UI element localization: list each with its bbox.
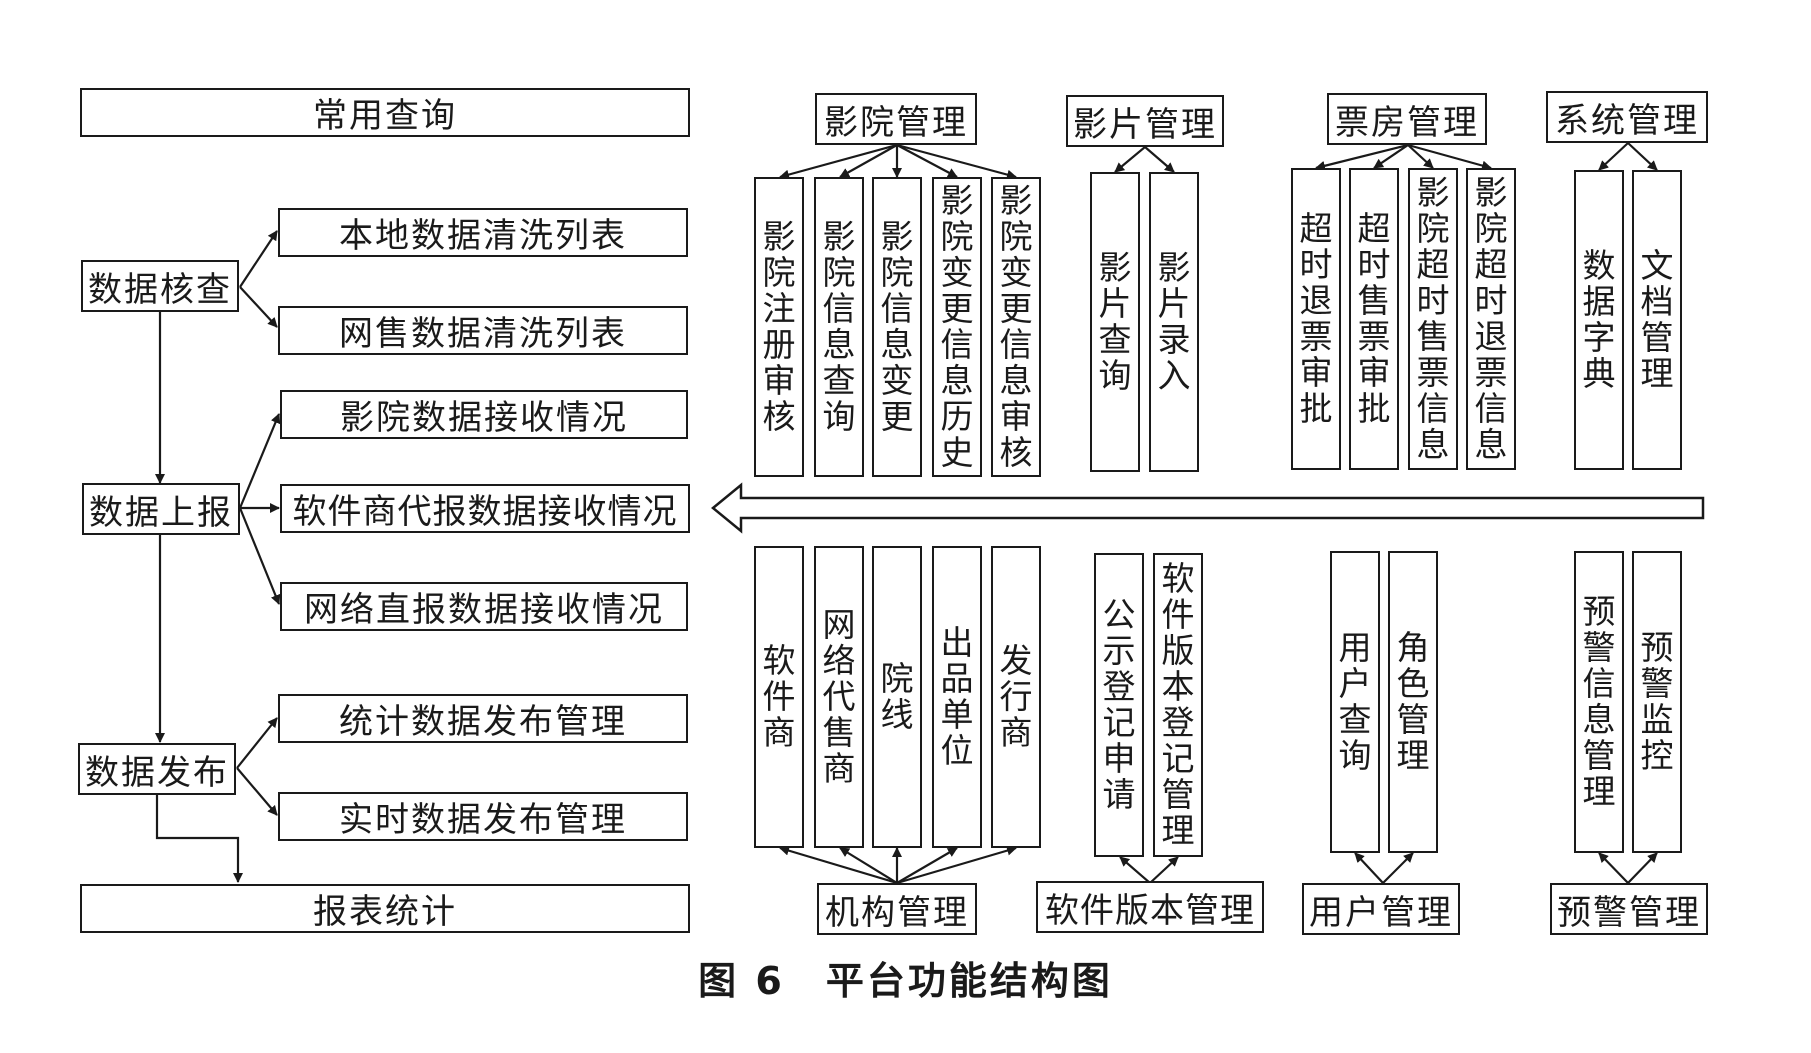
cinema-mgmt-child-5: 影院变更信息审核 (991, 177, 1041, 477)
cinema-mgmt-child-4: 影院变更信息历史 (932, 177, 982, 477)
system-mgmt-box: 系统管理 (1546, 91, 1708, 143)
film-mgmt-box: 影片管理 (1066, 95, 1224, 147)
arrow-report-cinema (238, 413, 281, 509)
user-mgmt-box: 用户管理 (1302, 883, 1460, 935)
cinema-mgmt-child-1: 影院注册审核 (754, 177, 804, 477)
local-data-cleaning-box: 本地数据清洗列表 (278, 208, 688, 257)
arrow-publish-stats (236, 717, 278, 769)
arrow-check-online (239, 286, 278, 328)
org-mgmt-child-3: 院线 (872, 546, 922, 848)
cinema-mgmt-box: 影院管理 (815, 93, 977, 145)
system-mgmt-child-2: 文档管理 (1632, 170, 1682, 470)
software-vendor-receipt-box: 软件商代报数据接收情况 (280, 484, 690, 533)
system-mgmt-child-1: 数据字典 (1574, 170, 1624, 470)
alert-mgmt-box: 预警管理 (1550, 883, 1708, 935)
boxoffice-mgmt-child-2: 超时售票审批 (1349, 168, 1399, 470)
org-mgmt-child-4: 出品单位 (932, 546, 982, 848)
film-mgmt-child-2: 影片录入 (1149, 172, 1199, 472)
film-mgmt-child-1: 影片查询 (1090, 172, 1140, 472)
org-mgmt-child-5: 发行商 (991, 546, 1041, 848)
arrow-report-network (238, 507, 281, 605)
boxoffice-mgmt-child-4: 影院超时退票信息 (1466, 168, 1516, 470)
boxoffice-mgmt-child-3: 影院超时售票信息 (1408, 168, 1458, 470)
user-mgmt-child-1: 用户查询 (1330, 551, 1380, 853)
data-check-box: 数据核查 (81, 260, 239, 312)
arrow-check-local (239, 230, 278, 288)
alert-mgmt-child-1: 预警信息管理 (1574, 551, 1624, 853)
software-version-child-2: 软件版本登记管理 (1153, 553, 1203, 857)
software-version-mgmt-box: 软件版本管理 (1036, 881, 1264, 933)
arrow-publish-realtime (236, 767, 278, 816)
online-data-cleaning-box: 网售数据清洗列表 (278, 306, 688, 355)
cinema-data-receipt-box: 影院数据接收情况 (280, 390, 688, 439)
report-stats-box: 报表统计 (80, 884, 690, 933)
data-report-box: 数据上报 (82, 483, 240, 535)
boxoffice-mgmt-child-1: 超时退票审批 (1291, 168, 1341, 470)
arrow-publish-to-stats (155, 795, 243, 883)
org-mgmt-box: 机构管理 (817, 883, 977, 935)
boxoffice-mgmt-box: 票房管理 (1327, 93, 1487, 145)
hollow-arrow (711, 482, 1705, 534)
user-mgmt-child-2: 角色管理 (1388, 551, 1438, 853)
stats-publish-box: 统计数据发布管理 (278, 694, 688, 743)
cinema-mgmt-child-2: 影院信息查询 (814, 177, 864, 477)
data-publish-box: 数据发布 (78, 743, 236, 795)
realtime-publish-box: 实时数据发布管理 (278, 792, 688, 841)
software-version-child-1: 公示登记申请 (1094, 553, 1144, 857)
org-mgmt-child-1: 软件商 (754, 546, 804, 848)
network-report-receipt-box: 网络直报数据接收情况 (280, 582, 688, 631)
figure-caption: 图 6 平台功能结构图 (698, 959, 1113, 1003)
common-query-box: 常用查询 (80, 88, 690, 137)
alert-mgmt-child-2: 预警监控 (1632, 551, 1682, 853)
org-mgmt-child-2: 网络代售商 (814, 546, 864, 848)
cinema-mgmt-child-3: 影院信息变更 (872, 177, 922, 477)
